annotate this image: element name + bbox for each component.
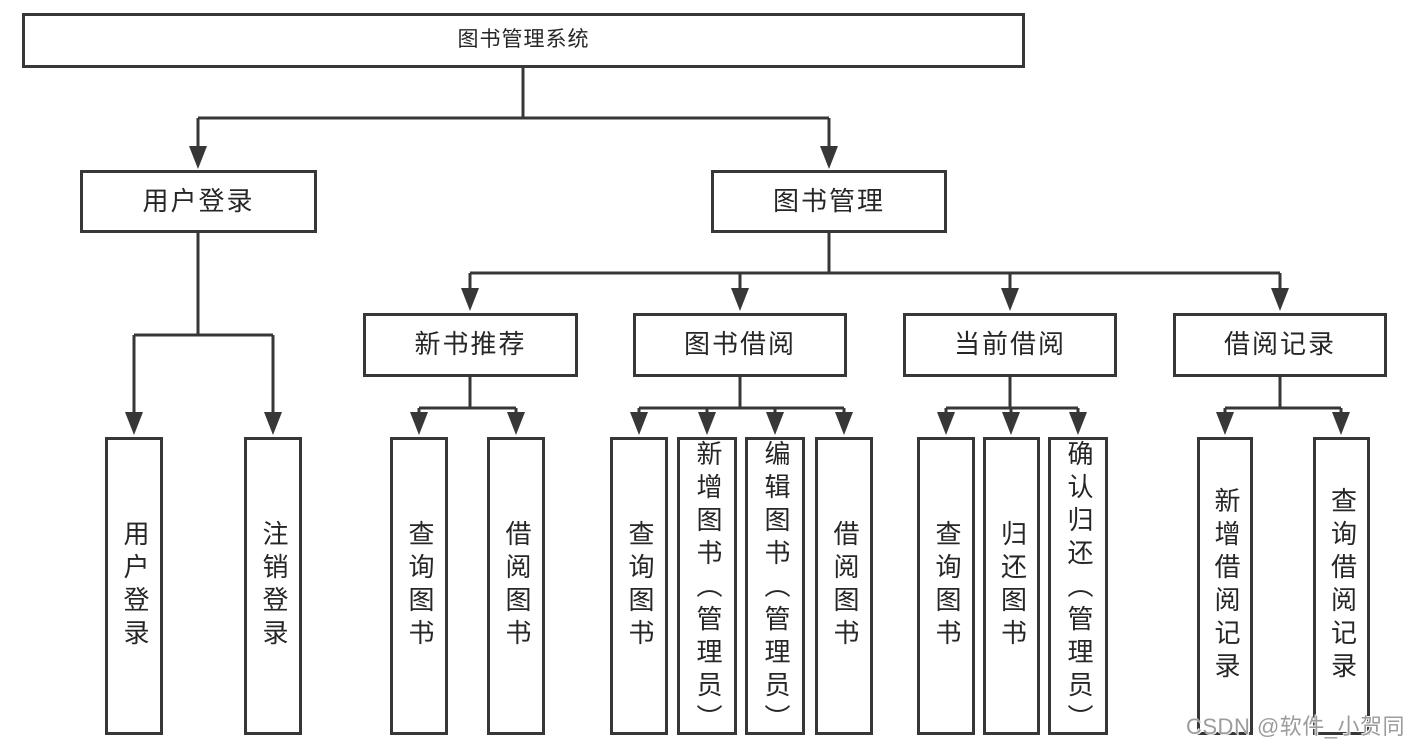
- leaf-query-borrow-record: 查询借阅记录: [1313, 437, 1370, 735]
- leaf-user-login: 用户登录: [105, 437, 163, 735]
- leaf-query-book-recommend: 查询图书: [390, 437, 448, 735]
- leaf-confirm-return-admin: 确认归还（管理员）: [1048, 437, 1108, 737]
- leaf-add-borrow-record: 新增借阅记录: [1197, 437, 1253, 735]
- node-user-login: 用户登录: [80, 170, 317, 233]
- leaf-logout: 注销登录: [244, 437, 302, 735]
- leaf-edit-book-admin: 编辑图书（管理员）: [745, 437, 805, 737]
- node-new-book-recommend: 新书推荐: [363, 313, 578, 377]
- node-borrow-records: 借阅记录: [1173, 313, 1387, 377]
- leaf-add-book-admin: 新增图书（管理员）: [677, 437, 737, 737]
- node-library-system: 图书管理系统: [22, 13, 1025, 68]
- watermark: CSDN @软件_小贺同学: [1186, 714, 1405, 739]
- node-book-management: 图书管理: [711, 170, 947, 233]
- node-current-borrow: 当前借阅: [903, 313, 1117, 377]
- leaf-borrow-book-recommend: 借阅图书: [487, 437, 545, 735]
- leaf-query-book-current: 查询图书: [917, 437, 975, 735]
- leaf-return-book: 归还图书: [983, 437, 1040, 735]
- leaf-borrow-book: 借阅图书: [815, 437, 873, 735]
- leaf-query-book-borrow: 查询图书: [610, 437, 668, 735]
- node-book-borrow: 图书借阅: [633, 313, 847, 377]
